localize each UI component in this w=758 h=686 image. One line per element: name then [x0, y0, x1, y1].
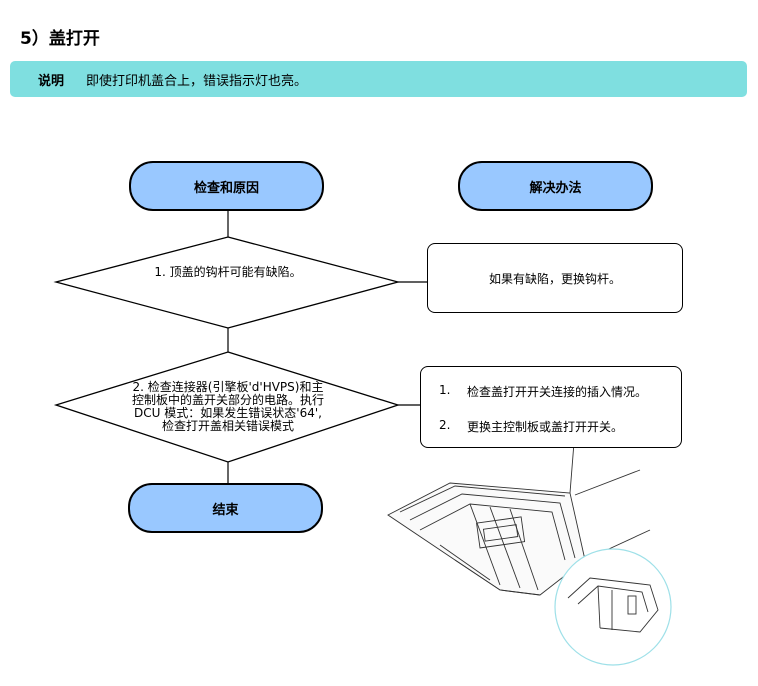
check-cause-header-label: 检查和原因 — [193, 180, 259, 196]
solution-text: 检查盖打开开关连接的插入情况。 — [467, 385, 648, 399]
note-label: 说明 — [38, 73, 65, 89]
solution-header-label: 解决办法 — [529, 180, 582, 196]
step2-check-line: DCU 模式：如果发生错误状态'64', — [134, 406, 322, 420]
step1-check-text: 1. 顶盖的钩杆可能有缺陷。 — [154, 265, 302, 279]
step2-solution-item: 2. 更换主控制板或盖打开开关。 — [439, 418, 681, 435]
end-terminal-label: 结束 — [212, 502, 239, 518]
step2-check-line: 2. 检查连接器(引擎板'd'HVPS)和主 — [132, 380, 324, 394]
step1-diamond — [53, 236, 401, 329]
note-banner: 说明 即使打印机盖合上，错误指示灯也亮。 — [10, 61, 747, 97]
solution-text: 更换主控制板或盖打开开关。 — [467, 420, 624, 434]
step2-solution-box: 1. 检查盖打开开关连接的插入情况。 2. 更换主控制板或盖打开开关。 — [420, 366, 682, 448]
printer-cover-illustration — [387, 419, 672, 666]
solution-header: 解决办法 — [458, 161, 653, 211]
step2-check-line: 检查打开盖相关错误模式 — [161, 419, 294, 433]
check-cause-header: 检查和原因 — [129, 161, 324, 211]
solution-number: 2. — [439, 418, 451, 432]
step2-solution-item: 1. 检查盖打开开关连接的插入情况。 — [439, 383, 681, 400]
step2-check-text: 2. 检查连接器(引擎板'd'HVPS)和主 控制板中的盖开关部分的电路。执行 … — [98, 381, 358, 433]
section-heading: 5）盖打开 — [20, 29, 100, 49]
step1-solution-box: 如果有缺陷，更换钩杆。 — [427, 243, 683, 313]
end-terminal: 结束 — [128, 483, 323, 533]
note-text: 即使打印机盖合上，错误指示灯也亮。 — [86, 73, 308, 89]
solution-number: 1. — [439, 383, 451, 397]
step2-diamond — [53, 351, 401, 463]
step1-solution-text: 如果有缺陷，更换钩杆。 — [488, 271, 621, 286]
step2-check-line: 控制板中的盖开关部分的电路。执行 — [131, 393, 324, 407]
